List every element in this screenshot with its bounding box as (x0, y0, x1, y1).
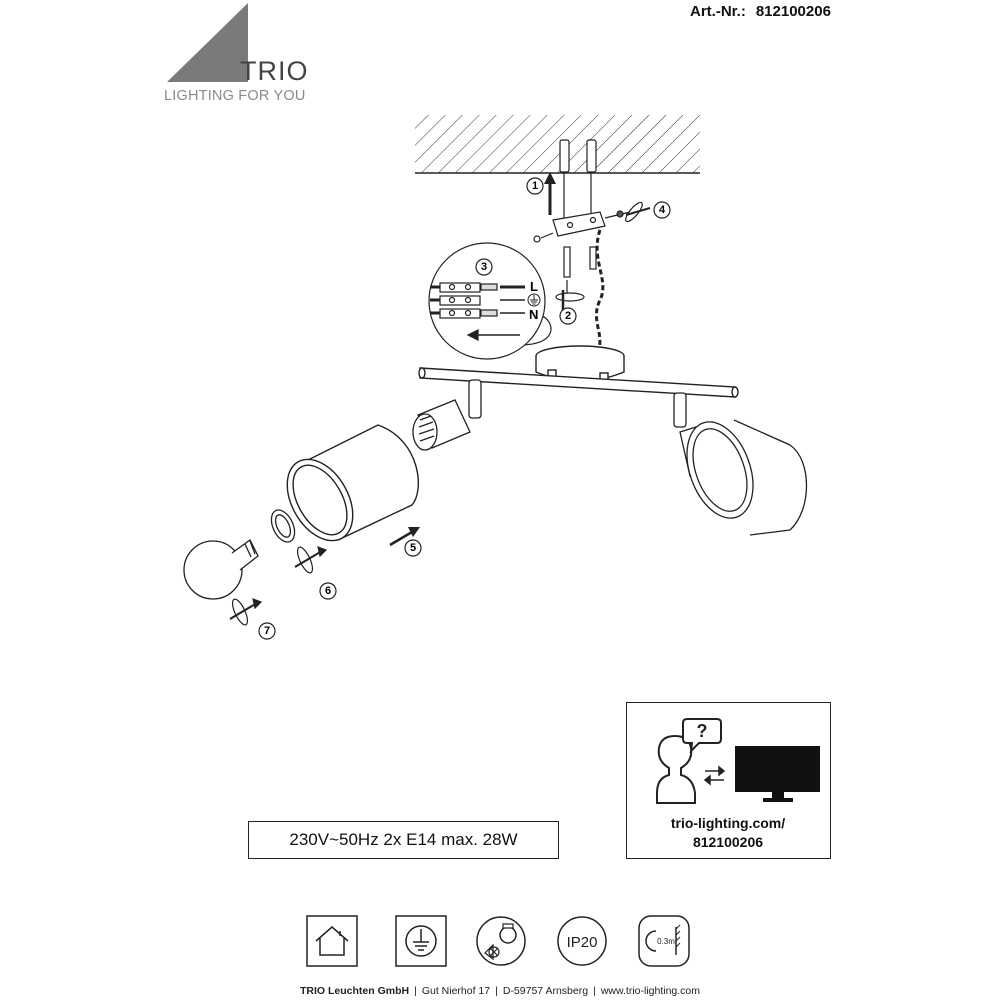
brand-name: TRIO (240, 56, 309, 86)
support-url-line-1: trio-lighting.com/ (670, 815, 786, 831)
support-illustration: ? (656, 718, 820, 804)
step-4-marker (653, 201, 671, 219)
step-2-marker (559, 307, 577, 325)
power-cable (594, 229, 605, 351)
wall-dowels (559, 139, 597, 218)
step-5-marker (404, 539, 422, 557)
shade-ring (270, 509, 296, 543)
terminal-neutral-label: N (529, 307, 538, 322)
mounting-screws (555, 246, 597, 312)
question-mark: ? (697, 721, 708, 741)
left-shade (286, 424, 419, 542)
step-5-label: 5 (410, 542, 416, 554)
earth-icon (527, 293, 541, 307)
terminal-live-label: L (530, 279, 538, 294)
exchange-arrows-icon (703, 765, 726, 786)
left-spot-holder (412, 379, 482, 451)
indoor-use-icon (306, 915, 358, 967)
ceiling-canopy (535, 345, 625, 382)
article-number-value: 812100206 (755, 3, 831, 20)
step-3-label: 3 (481, 261, 487, 273)
protection-class-earth-icon (395, 915, 447, 967)
article-number-label: Art.-Nr.: (690, 3, 746, 20)
footer-street: Gut Nierhof 17 (421, 985, 491, 997)
step-2-label: 2 (565, 310, 571, 322)
step-3-marker (475, 258, 493, 276)
electrical-spec: 230V~50Hz 2x E14 max. 28W (248, 821, 559, 859)
right-spot (673, 392, 808, 536)
step-1-marker (526, 177, 544, 195)
person-icon (656, 734, 696, 804)
ip-rating-icon: IP20 (557, 916, 607, 966)
step-4-label: 4 (659, 204, 666, 216)
step-6-symbol (294, 546, 328, 574)
terminal-detail (428, 242, 552, 360)
support-url-line-2: 812100206 (692, 834, 764, 850)
question-bubble-icon (682, 718, 722, 754)
min-distance-icon: 0.3m (638, 915, 690, 967)
min-distance-label: 0.3m (657, 937, 675, 946)
monitor-icon (735, 746, 820, 802)
brand-tagline: LIGHTING FOR YOU (164, 88, 306, 104)
step-7-marker (258, 622, 276, 640)
step-1-arrow (544, 172, 556, 215)
ip-rating-label: IP20 (567, 934, 598, 951)
light-bulb (183, 539, 259, 600)
footer-city: D-59757 Arnsberg (502, 985, 589, 997)
support-info-box: ? trio-lighting.com/ 812100206 (626, 702, 831, 859)
footer-web[interactable]: www.trio-lighting.com (600, 985, 701, 997)
step-5-arrow (389, 527, 420, 547)
trio-logo-icon (167, 3, 248, 82)
step-7-label: 7 (264, 625, 270, 637)
ceiling (415, 115, 700, 174)
article-number: Art.-Nr.: 812100206 (690, 3, 831, 20)
spot-bar (418, 367, 739, 398)
step-6-label: 6 (325, 585, 331, 597)
assembly-drawing: 1 2 3 4 5 6 7 L N (183, 115, 808, 640)
footer-company: TRIO Leuchten GmbH (299, 985, 410, 997)
support-url[interactable]: trio-lighting.com/ 812100206 (627, 814, 829, 852)
no-halogen-icon (476, 916, 526, 966)
footer: TRIO Leuchten GmbH|Gut Nierhof 17|D-5975… (299, 985, 701, 997)
step-1-label: 1 (532, 180, 538, 192)
step-7-symbol (229, 598, 263, 626)
mounting-bracket (533, 211, 606, 243)
bracket-screw (604, 201, 651, 223)
step-6-marker (319, 582, 337, 600)
